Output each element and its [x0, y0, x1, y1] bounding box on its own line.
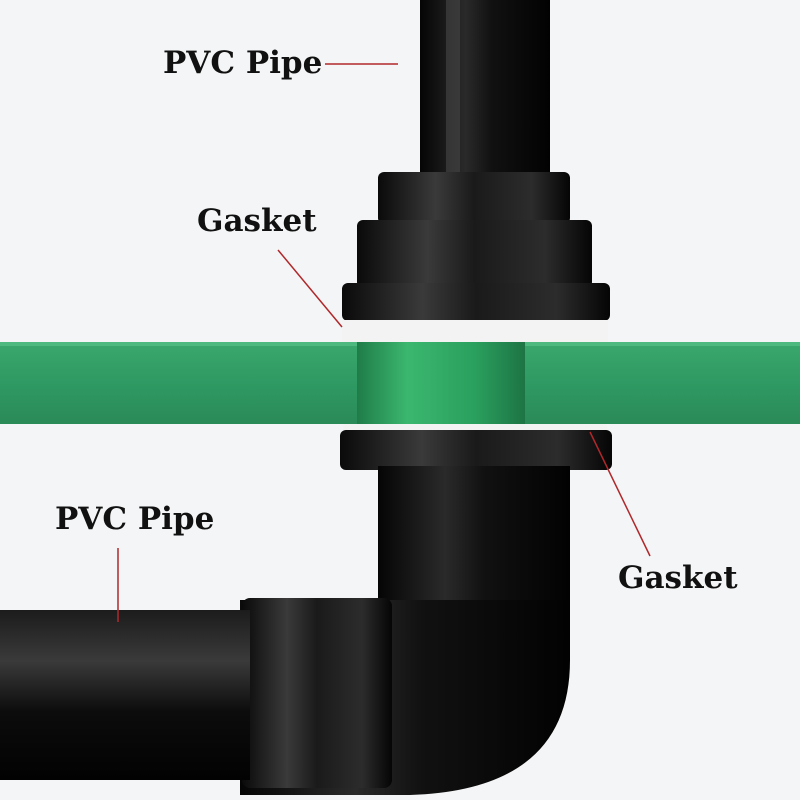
upper-fitting-collar: [378, 172, 570, 224]
lower-lock-nut: [340, 430, 612, 470]
leader-line-gasket-right: [589, 431, 651, 557]
pipe-horizontal: [0, 610, 250, 780]
pvc-pipe-label-top: PVC Pipe: [163, 45, 323, 81]
upper-flange: [342, 283, 610, 321]
gasket-label-right: Gasket: [618, 560, 738, 596]
pipe-highlight: [446, 0, 460, 185]
upper-gasket: [342, 320, 608, 342]
elbow-socket: [242, 598, 392, 788]
leader-line-gasket-top: [277, 249, 343, 328]
elbow-outer: [240, 600, 570, 795]
gasket-label-top: Gasket: [197, 203, 317, 239]
lower-gasket: [343, 424, 607, 432]
pipe-vertical-top: [420, 0, 550, 185]
elbow-vertical: [378, 466, 570, 626]
thread-through-glass: [357, 342, 525, 424]
upper-lock-nut: [357, 220, 592, 288]
pvc-pipe-label-left: PVC Pipe: [55, 501, 215, 537]
